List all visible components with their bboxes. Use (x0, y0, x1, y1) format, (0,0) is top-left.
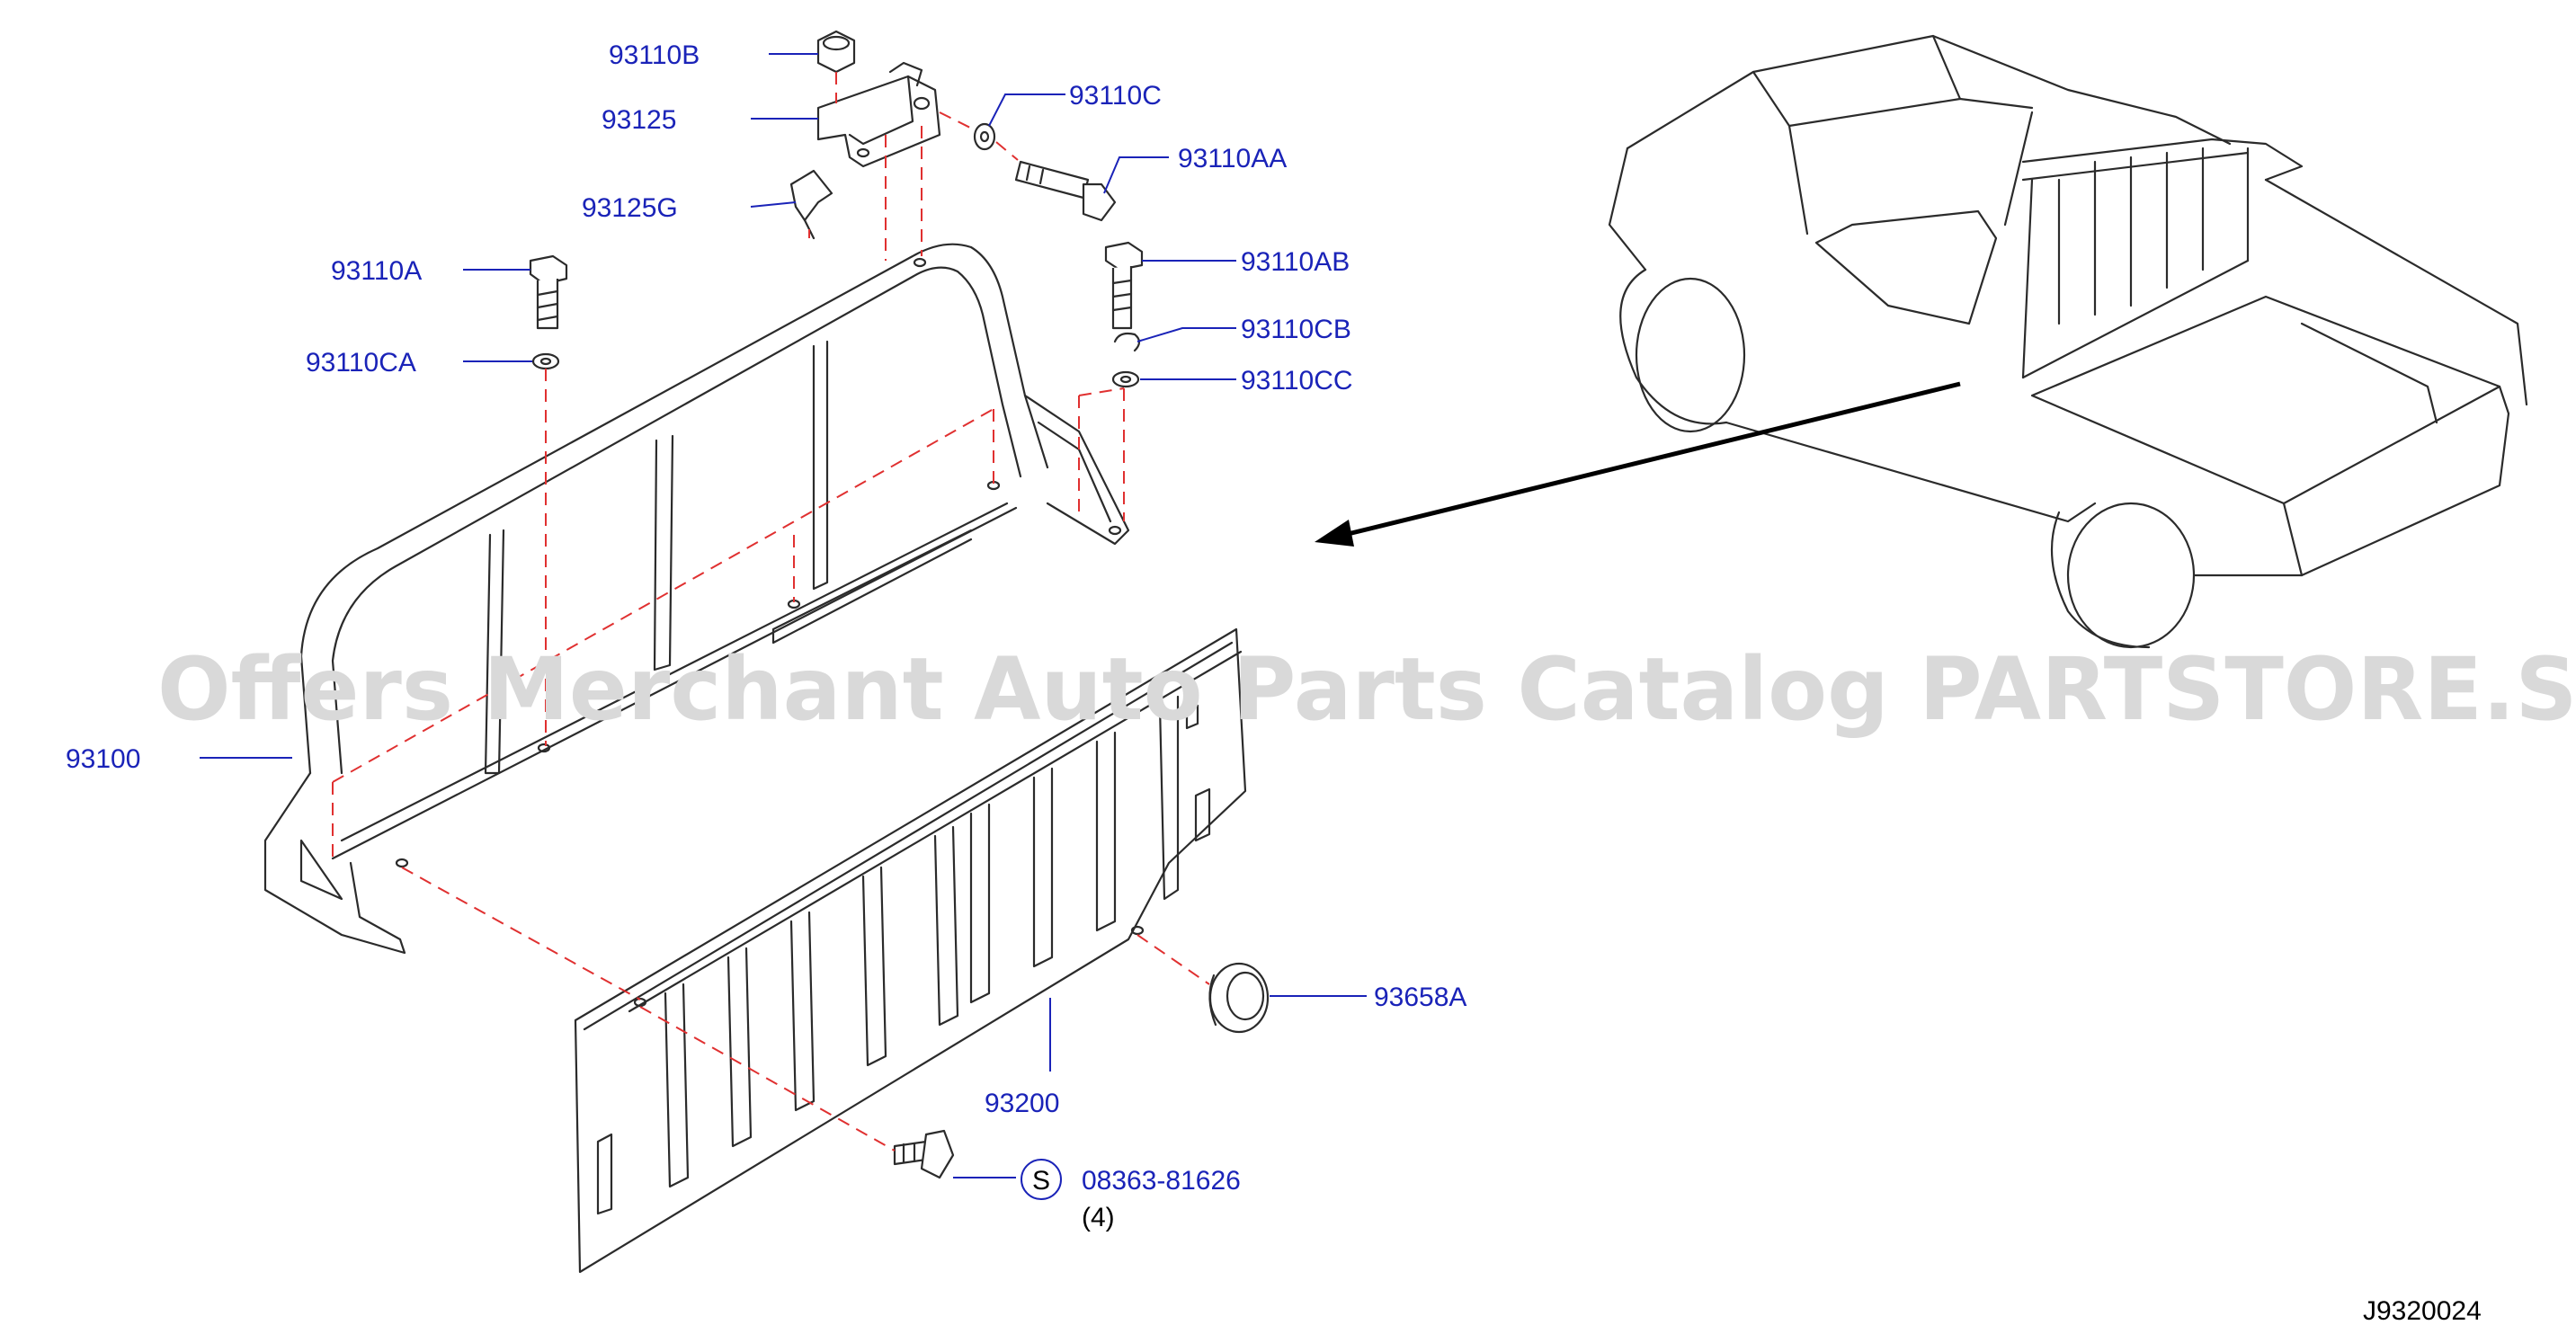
bolt-08363-81626 (893, 1129, 955, 1179)
label-93110AB[interactable]: 93110AB (1241, 247, 1350, 277)
label-93125[interactable]: 93125 (602, 105, 676, 135)
bolt-93110AB (1104, 241, 1144, 330)
clip-93125G (789, 169, 833, 240)
location-arrow (1315, 381, 1961, 547)
callout-labels: 93110B 93125 93125G 93110C 93110AA 93110… (66, 40, 1466, 1232)
grommet-93658A (1208, 962, 1270, 1034)
truck-illustration (1608, 34, 2528, 649)
washer-93110CA (531, 352, 560, 370)
washer-93110CC (1111, 370, 1140, 388)
leader-lines (200, 53, 1367, 1200)
spring-washer-93110CB (1113, 332, 1141, 352)
alignment-lines (332, 72, 1210, 1152)
label-93110B[interactable]: 93110B (609, 40, 700, 70)
label-93125G[interactable]: 93125G (582, 193, 678, 223)
label-93110C[interactable]: 93110C (1069, 81, 1162, 111)
label-93110CB[interactable]: 93110CB (1241, 315, 1351, 344)
label-08363-81626[interactable]: 08363-81626 (1082, 1166, 1241, 1196)
diagram-code: J9320024 (2363, 1296, 2482, 1326)
watermark: Offers Merchant Auto Parts Catalog PARTS… (157, 639, 2576, 740)
nut-93110B (816, 30, 856, 74)
label-93110CC[interactable]: 93110CC (1241, 366, 1353, 396)
label-93110AA[interactable]: 93110AA (1178, 144, 1287, 173)
label-93110CA[interactable]: 93110CA (306, 348, 416, 378)
back-panel-93200 (574, 627, 1247, 1274)
label-93110A[interactable]: 93110A (331, 256, 422, 286)
quantity-label: (4) (1082, 1203, 1115, 1232)
bracket-93125 (816, 61, 941, 168)
label-93200[interactable]: 93200 (985, 1089, 1059, 1118)
standard-symbol-letter: S (1032, 1166, 1050, 1196)
label-93100[interactable]: 93100 (66, 744, 140, 774)
bolt-93110AA (1014, 160, 1117, 222)
label-93658A[interactable]: 93658A (1374, 983, 1466, 1012)
headboard-frame-93100 (263, 243, 1130, 955)
bolt-93110A (529, 254, 568, 330)
standard-part-symbol (1021, 1159, 1062, 1200)
washer-93110C (973, 122, 996, 151)
